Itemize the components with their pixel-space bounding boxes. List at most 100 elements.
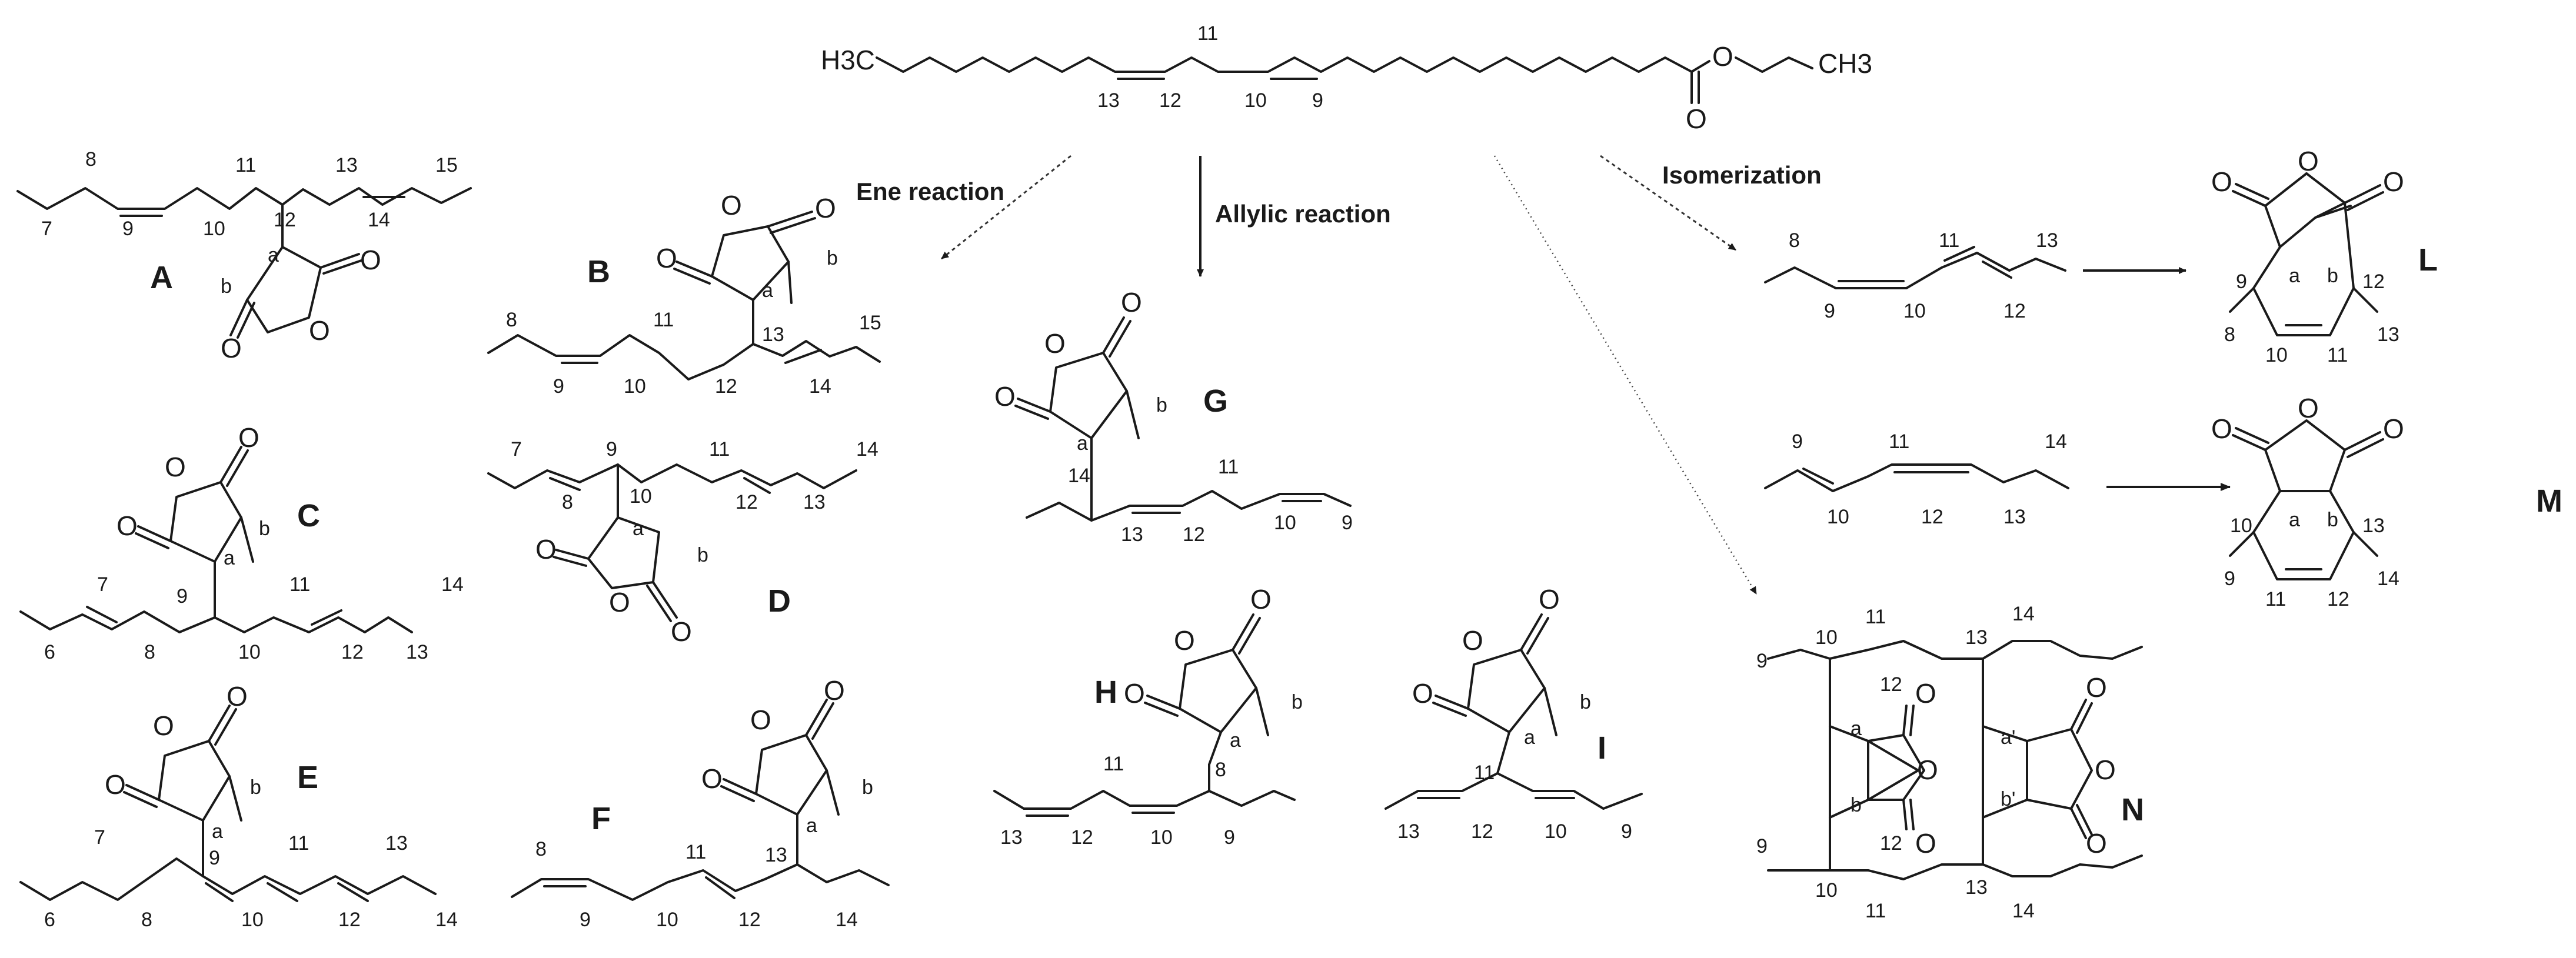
num: 12 xyxy=(341,641,364,663)
num: b xyxy=(2327,265,2338,287)
num: 13 xyxy=(1000,826,1023,849)
num: 12 xyxy=(1880,673,1902,696)
oxygen: O xyxy=(1917,755,1938,785)
compound-a: O O O 8 11 13 15 7 9 10 12 14 a b A xyxy=(16,148,472,363)
num: 12 xyxy=(2327,588,2349,610)
num: 14 xyxy=(836,909,858,931)
oxygen: O xyxy=(1462,625,1483,656)
compound-l: O O O 9 a b 12 8 10 11 13 L xyxy=(2211,146,2438,366)
num: b xyxy=(697,544,708,566)
num: 12 xyxy=(1921,506,1943,528)
num: 8 xyxy=(1789,229,1800,252)
ene-reaction-label: Ene reaction xyxy=(856,178,1004,205)
compound-f: O O O b a 8 11 13 9 10 12 14 F xyxy=(511,675,890,931)
num: 10 xyxy=(1274,512,1296,534)
oxygen: O xyxy=(227,681,248,712)
compound-label: F xyxy=(591,801,611,836)
oxygen: O xyxy=(2211,166,2232,197)
num: 12 xyxy=(738,909,761,931)
num: b xyxy=(827,247,838,269)
num: 12 xyxy=(2362,271,2385,293)
num: 11 xyxy=(235,154,256,176)
num: 13 xyxy=(335,154,358,176)
num: 12 xyxy=(338,909,361,931)
oxygen: O xyxy=(671,616,692,647)
compound-i: O O O b a 11 13 12 10 9 I xyxy=(1384,584,1643,843)
num: 14 xyxy=(2012,603,2035,625)
num: 13 xyxy=(1965,626,1988,649)
compound-label: N xyxy=(2121,792,2144,827)
num: 9 xyxy=(606,438,617,460)
compound-label: A xyxy=(150,260,173,295)
num: 10 xyxy=(1545,820,1567,843)
num: 11 xyxy=(1865,606,1886,628)
num: 10 xyxy=(2230,515,2252,537)
num: 8 xyxy=(85,148,96,171)
to-n-arrow xyxy=(1493,155,1758,595)
num: 14 xyxy=(809,375,831,398)
oxygen: O xyxy=(165,452,186,482)
num: 13 xyxy=(1397,820,1420,843)
num: 7 xyxy=(97,573,108,596)
num: 11 xyxy=(289,573,310,596)
num: 11 xyxy=(709,438,730,460)
num: a xyxy=(268,244,279,266)
num: b xyxy=(2327,509,2338,531)
num: 14 xyxy=(441,573,464,596)
num: a xyxy=(1524,726,1535,749)
compound-m: O O O 10 a b 13 9 11 12 14 M xyxy=(2211,393,2562,610)
oxygen: O xyxy=(1044,328,1066,359)
num: 14 xyxy=(368,209,390,231)
num: b xyxy=(862,776,873,799)
oxygen: O xyxy=(1412,678,1433,709)
oxygen: O xyxy=(309,315,330,346)
num: 12 xyxy=(1071,826,1093,849)
num: a xyxy=(2289,509,2300,531)
oxygen: O xyxy=(1174,625,1195,656)
num: 9 xyxy=(2224,568,2235,590)
num: 15 xyxy=(435,154,458,176)
start-ester-o: O xyxy=(1712,41,1733,72)
oxygen: O xyxy=(609,587,630,617)
num: 12 xyxy=(274,209,296,231)
oxygen: O xyxy=(2383,413,2404,444)
num: b xyxy=(250,776,261,799)
num: 10 xyxy=(203,218,225,240)
num: 9 xyxy=(122,218,134,240)
num: 10 xyxy=(1827,506,1849,528)
oxygen: O xyxy=(2086,828,2107,859)
num: 11 xyxy=(2265,588,2286,610)
oxygen: O xyxy=(1121,287,1142,318)
oxygen: O xyxy=(117,510,138,541)
compound-label: D xyxy=(768,583,791,619)
num: 11 xyxy=(288,832,309,854)
compound-n: O O O O O O 10 11 13 14 9 12 12 a a' b b… xyxy=(1756,603,2144,922)
num: 11 xyxy=(1474,762,1495,784)
num: 8 xyxy=(506,309,517,331)
num: 14 xyxy=(2377,568,2399,590)
num: a xyxy=(633,518,644,540)
num: 12 xyxy=(2003,300,2026,322)
oxygen: O xyxy=(221,333,242,363)
num: a' xyxy=(2001,726,2015,749)
compound-label: M xyxy=(2536,483,2562,519)
num: b xyxy=(1851,794,1862,816)
oxygen: O xyxy=(1124,678,1145,709)
start-right-group: CH3 xyxy=(1818,48,1872,79)
oxygen: O xyxy=(1250,584,1272,615)
num: 11 xyxy=(1218,456,1239,478)
oxygen: O xyxy=(815,193,836,223)
num: 10 xyxy=(1244,89,1267,112)
num: 10 xyxy=(1815,626,1838,649)
num: 10 xyxy=(2265,344,2288,366)
oxygen: O xyxy=(656,243,677,273)
compound-c: O O O b a 7 9 11 14 6 8 10 12 13 C xyxy=(19,422,464,663)
num: 14 xyxy=(2045,430,2067,453)
num: 10 xyxy=(241,909,264,931)
isomer-2: 9 11 14 10 12 13 xyxy=(1764,430,2069,528)
num: 11 xyxy=(1865,900,1886,922)
oxygen: O xyxy=(105,769,126,800)
num: 9 xyxy=(1756,650,1768,672)
oxygen: O xyxy=(824,675,845,706)
num: 12 xyxy=(715,375,737,398)
